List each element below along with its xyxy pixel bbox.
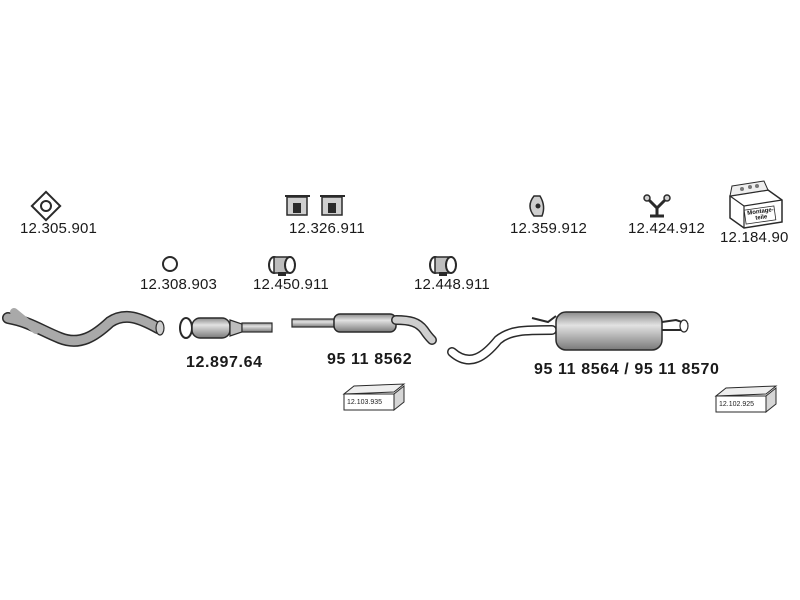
part-number-y-bracket: 12.424.912 [628,220,706,237]
part-box-icon [342,383,406,412]
clamp-icon [429,256,457,276]
part-number-box-2: 12.102.925 [719,401,755,408]
part-number-clamp-front: 12.450.911 [253,276,329,293]
rear-silencer [447,311,689,365]
part-number-flange: 12.305.901 [20,220,98,237]
rubber-holder-icon [285,195,310,216]
part-number-catalyst: 12.897.64 [186,354,263,371]
part-number-holders: 12.326.911 [289,220,365,237]
clamp-icon [268,256,296,276]
y-bracket-icon [643,194,671,218]
part-number-ring: 12.308.903 [140,276,218,293]
middle-silencer [291,313,437,345]
part-box-icon [714,385,778,414]
flange-icon [30,190,62,222]
front-pipe [2,308,165,347]
sealing-ring-icon [162,256,178,272]
part-number-hanger: 12.359.912 [510,220,588,237]
part-number-mounting-kit: 12.184.90 [720,229,789,246]
rubber-holder-icon [320,195,345,216]
catalytic-converter [179,317,273,339]
part-number-middle-silencer: 95 11 8562 [327,351,413,368]
part-number-box-1: 12.103.935 [347,399,383,406]
mounting-kit-icon [729,180,783,229]
hanger-icon [529,195,545,217]
part-number-rear-silencer: 95 11 8564 / 95 11 8570 [534,361,720,378]
part-number-clamp-rear: 12.448.911 [414,276,490,293]
